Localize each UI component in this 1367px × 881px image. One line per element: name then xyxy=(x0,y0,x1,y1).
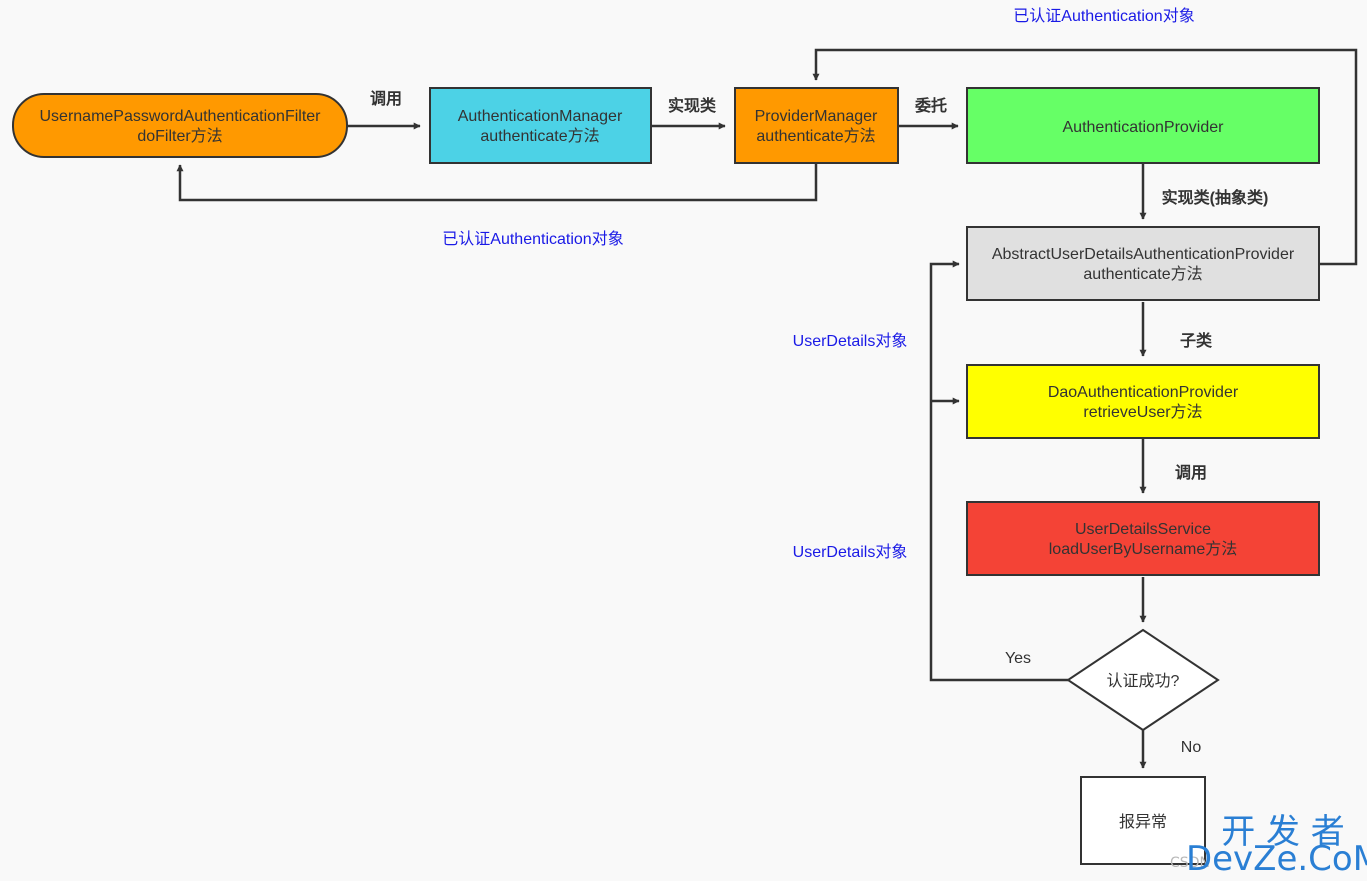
node-filter-line1: UsernamePasswordAuthenticationFilter xyxy=(39,108,321,125)
edge-provider-manager-return-to-filter xyxy=(176,164,818,202)
node-auth-provider-shape xyxy=(966,87,1320,164)
label-provider-manager-to-auth-provider: 委托 xyxy=(914,96,947,115)
node-filter-line2: doFilter方法 xyxy=(137,127,222,145)
node-user-details-service-line1: UserDetailsService xyxy=(1075,521,1211,538)
node-decision-text: 认证成功? xyxy=(1107,672,1180,690)
node-decision-shape xyxy=(1066,628,1220,732)
node-dao-provider-line1: DaoAuthenticationProvider xyxy=(1048,384,1239,401)
label-filter-to-manager: 调用 xyxy=(370,90,402,108)
note-user-details-lower: UserDetails对象 xyxy=(793,543,908,561)
node-auth-provider[interactable]: AuthenticationProvider xyxy=(966,87,1320,164)
node-user-details-service[interactable]: UserDetailsService loadUserByUsername方法 xyxy=(966,501,1320,576)
node-manager-shape xyxy=(429,87,652,164)
watermark: 开 发 者 CSDN DevZe.CoM xyxy=(1170,812,1367,879)
node-abstract-provider-shape xyxy=(966,226,1320,301)
node-abstract-provider-line2: authenticate方法 xyxy=(1083,265,1202,283)
label-decision-no: No xyxy=(1181,739,1202,756)
node-filter[interactable]: UsernamePasswordAuthenticationFilter doF… xyxy=(12,93,348,158)
node-provider-manager-line2: authenticate方法 xyxy=(756,127,875,145)
node-abstract-provider-line1: AbstractUserDetailsAuthenticationProvide… xyxy=(992,246,1295,263)
watermark-line1: 开 发 者 xyxy=(1221,812,1345,852)
node-user-details-service-line2: loadUserByUsername方法 xyxy=(1049,540,1238,558)
node-manager-line2: authenticate方法 xyxy=(480,127,599,145)
node-decision[interactable]: 认证成功? xyxy=(1066,628,1220,732)
node-abstract-provider[interactable]: AbstractUserDetailsAuthenticationProvide… xyxy=(966,226,1320,301)
label-auth-provider-to-abstract: 实现类(抽象类) xyxy=(1162,188,1269,207)
note-user-details-upper: UserDetails对象 xyxy=(793,332,908,350)
node-dao-provider-shape xyxy=(966,364,1320,439)
note-top-return: 已认证Authentication对象 xyxy=(1013,7,1194,25)
edge-decision-yes xyxy=(929,260,1068,682)
node-filter-shape xyxy=(12,93,348,158)
node-manager[interactable]: AuthenticationManager authenticate方法 xyxy=(429,87,652,164)
watermark-prefix: CSDN xyxy=(1170,855,1210,871)
node-exception[interactable]: 报异常 xyxy=(1080,776,1206,865)
node-exception-shape xyxy=(1080,776,1206,865)
edge-abstract-return-to-provider-manager xyxy=(812,48,1358,266)
node-dao-provider-line2: retrieveUser方法 xyxy=(1083,403,1202,421)
node-provider-manager-line1: ProviderManager xyxy=(755,108,878,125)
label-abstract-to-dao: 子类 xyxy=(1180,331,1213,350)
node-dao-provider[interactable]: DaoAuthenticationProvider retrieveUser方法 xyxy=(966,364,1320,439)
node-auth-provider-line1: AuthenticationProvider xyxy=(1063,119,1225,136)
label-manager-to-provider-manager: 实现类 xyxy=(668,96,717,115)
node-user-details-service-shape xyxy=(966,501,1320,576)
note-middle-return: 已认证Authentication对象 xyxy=(442,230,623,248)
node-provider-manager[interactable]: ProviderManager authenticate方法 xyxy=(734,87,899,164)
label-dao-to-service: 调用 xyxy=(1175,464,1207,482)
label-decision-yes: Yes xyxy=(1005,650,1031,667)
node-manager-line1: AuthenticationManager xyxy=(458,108,623,125)
node-exception-text: 报异常 xyxy=(1119,813,1167,831)
node-provider-manager-shape xyxy=(734,87,899,164)
watermark-line2: DevZe.CoM xyxy=(1186,839,1367,879)
